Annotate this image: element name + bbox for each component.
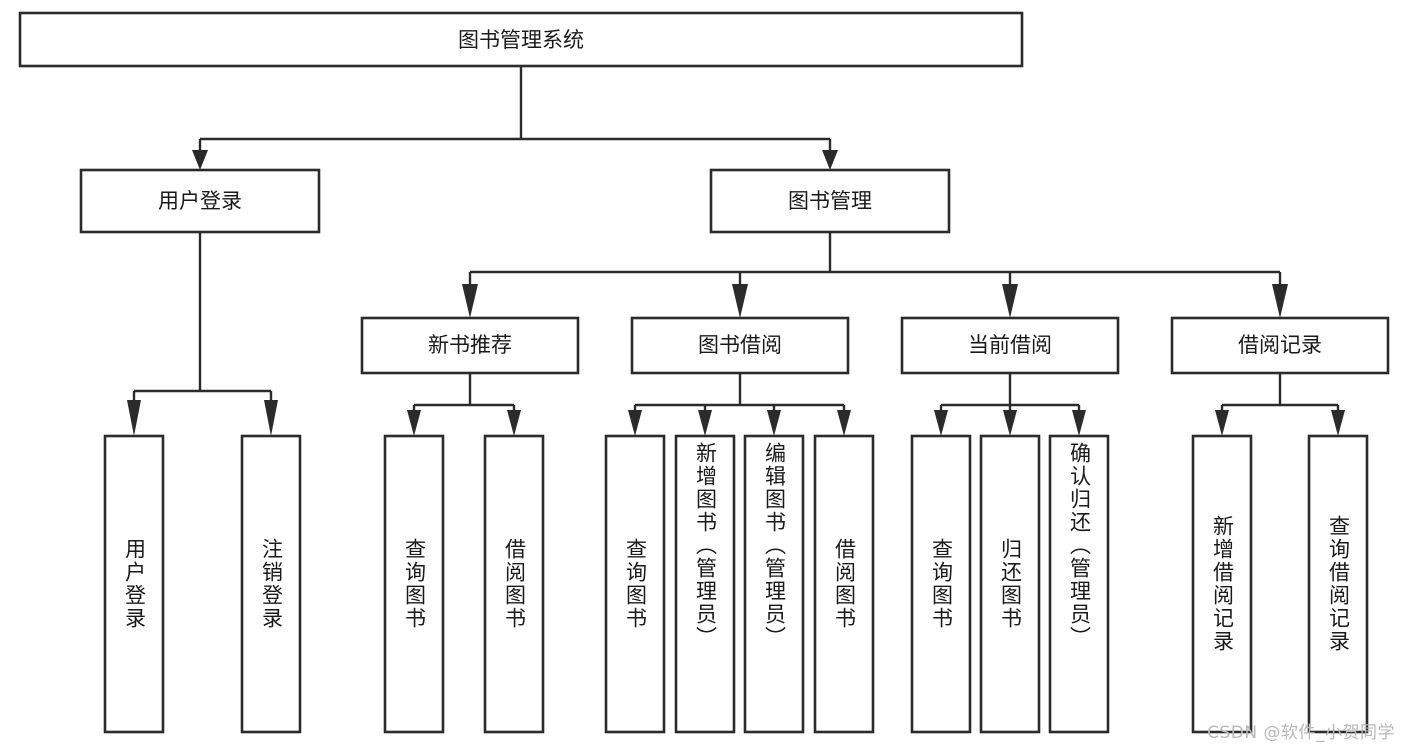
leaf-box-user-login-2[interactable] [240, 434, 302, 734]
node-user-login-label: 用户登录 [158, 189, 242, 213]
arrow-newbook-leaf-2 [507, 410, 521, 436]
leaf-borrow-record-2-label: 查询借阅记录 [1326, 515, 1351, 653]
leaf-box-user-login-1[interactable] [103, 434, 165, 734]
node-current-borrow-box[interactable] [900, 316, 1120, 375]
leaf-book-borrow-2-label: 新增图书（管理员） [693, 442, 718, 649]
node-user-login[interactable]: 用户登录 [79, 168, 321, 234]
leaf-current-borrow-3[interactable]: 确认归还（管理员） [1050, 436, 1108, 732]
leaf-box-borrow-record-1[interactable] [1191, 434, 1253, 734]
leaf-new-book-2-label: 借阅图书 [502, 538, 527, 630]
node-book-borrow[interactable]: 图书借阅 [630, 316, 850, 375]
node-current-borrow-label: 当前借阅 [968, 333, 1052, 357]
leaf-borrow-record-2[interactable]: 查询借阅记录 [1309, 436, 1367, 732]
leaf-box-current-borrow-3[interactable] [1048, 434, 1110, 734]
node-book-management-box[interactable] [709, 168, 951, 234]
leaf-current-borrow-1-label: 查询图书 [929, 538, 954, 630]
leaf-book-borrow-4[interactable]: 借阅图书 [815, 436, 873, 732]
leaf-box-book-borrow-3[interactable] [743, 434, 805, 734]
arrow-borrowrecord-leaf-2 [1331, 410, 1345, 436]
node-borrow-record[interactable]: 借阅记录 [1170, 316, 1390, 375]
watermark-text: CSDN @软件_小贺同学 [1207, 723, 1395, 743]
leaf-box-current-borrow-1[interactable] [910, 434, 972, 734]
leaf-book-borrow-3-label: 编辑图书（管理员） [762, 442, 787, 649]
arrow-to-book-mgmt [822, 150, 838, 170]
leaf-current-borrow-1[interactable]: 查询图书 [912, 436, 970, 732]
leaf-user-login-1[interactable]: 用户登录 [105, 436, 163, 732]
arrow-bookborrow-leaf-4 [837, 410, 851, 436]
leaf-book-borrow-1-label: 查询图书 [623, 538, 648, 630]
arrow-to-user-login [192, 150, 208, 170]
node-book-borrow-label: 图书借阅 [698, 333, 782, 357]
arrow-userlogin-leaf-2 [264, 400, 278, 436]
leaf-new-book-2[interactable]: 借阅图书 [485, 436, 543, 732]
leaf-current-borrow-2[interactable]: 归还图书 [981, 436, 1039, 732]
arrow-newbook-leaf-1 [407, 410, 421, 436]
node-user-login-box[interactable] [79, 168, 321, 234]
leaf-book-borrow-2[interactable]: 新增图书（管理员） [676, 436, 734, 732]
node-current-borrow[interactable]: 当前借阅 [900, 316, 1120, 375]
leaf-box-book-borrow-1[interactable] [604, 434, 666, 734]
leaf-new-book-1[interactable]: 查询图书 [385, 436, 443, 732]
arrow-to-new-book [462, 284, 478, 318]
arrow-bookborrow-leaf-3 [767, 410, 781, 436]
edges-group [127, 66, 1345, 436]
arrow-currentborrow-leaf-3 [1072, 410, 1086, 436]
arrow-to-current-borrow [1002, 284, 1018, 318]
node-root-label: 图书管理系统 [458, 28, 584, 52]
leaf-book-borrow-3[interactable]: 编辑图书（管理员） [745, 436, 803, 732]
leaf-box-borrow-record-2[interactable] [1307, 434, 1369, 734]
node-new-book-recommend[interactable]: 新书推荐 [360, 316, 580, 375]
arrow-to-borrow-record [1272, 284, 1288, 318]
leaf-user-login-1-label: 用户登录 [122, 538, 147, 630]
node-book-borrow-box[interactable] [630, 316, 850, 375]
arrow-bookborrow-leaf-1 [628, 410, 642, 436]
leaf-borrow-record-1-label: 新增借阅记录 [1210, 515, 1235, 653]
leaf-user-login-2-label: 注销登录 [259, 538, 284, 630]
leaf-box-book-borrow-4[interactable] [813, 434, 875, 734]
leaf-book-borrow-4-label: 借阅图书 [832, 538, 857, 630]
leaf-box-book-borrow-2[interactable] [674, 434, 736, 734]
arrow-userlogin-leaf-1 [127, 400, 141, 436]
arrow-borrowrecord-leaf-1 [1215, 410, 1229, 436]
node-book-management-label: 图书管理 [788, 189, 872, 213]
leaf-user-login-2[interactable]: 注销登录 [242, 436, 300, 732]
arrow-to-book-borrow [732, 284, 748, 318]
node-new-book-recommend-label: 新书推荐 [428, 333, 512, 357]
leaf-box-current-borrow-2[interactable] [979, 434, 1041, 734]
leaf-book-borrow-1[interactable]: 查询图书 [606, 436, 664, 732]
arrow-currentborrow-leaf-2 [1003, 410, 1017, 436]
node-root[interactable]: 图书管理系统 [18, 11, 1024, 68]
leaf-borrow-record-1[interactable]: 新增借阅记录 [1193, 436, 1251, 732]
leaf-current-borrow-2-label: 归还图书 [998, 538, 1023, 630]
node-book-management[interactable]: 图书管理 [709, 168, 951, 234]
node-borrow-record-label: 借阅记录 [1238, 333, 1322, 357]
leaf-box-new-book-2[interactable] [483, 434, 545, 734]
leaf-new-book-1-label: 查询图书 [402, 538, 427, 630]
arrow-currentborrow-leaf-1 [934, 410, 948, 436]
leaf-box-new-book-1[interactable] [383, 434, 445, 734]
node-new-book-recommend-box[interactable] [360, 316, 580, 375]
leaf-current-borrow-3-label: 确认归还（管理员） [1067, 442, 1092, 649]
leaf-boxes-group [103, 434, 1369, 734]
node-root-box[interactable] [18, 11, 1024, 68]
arrow-bookborrow-leaf-2 [698, 410, 712, 436]
node-borrow-record-box[interactable] [1170, 316, 1390, 375]
